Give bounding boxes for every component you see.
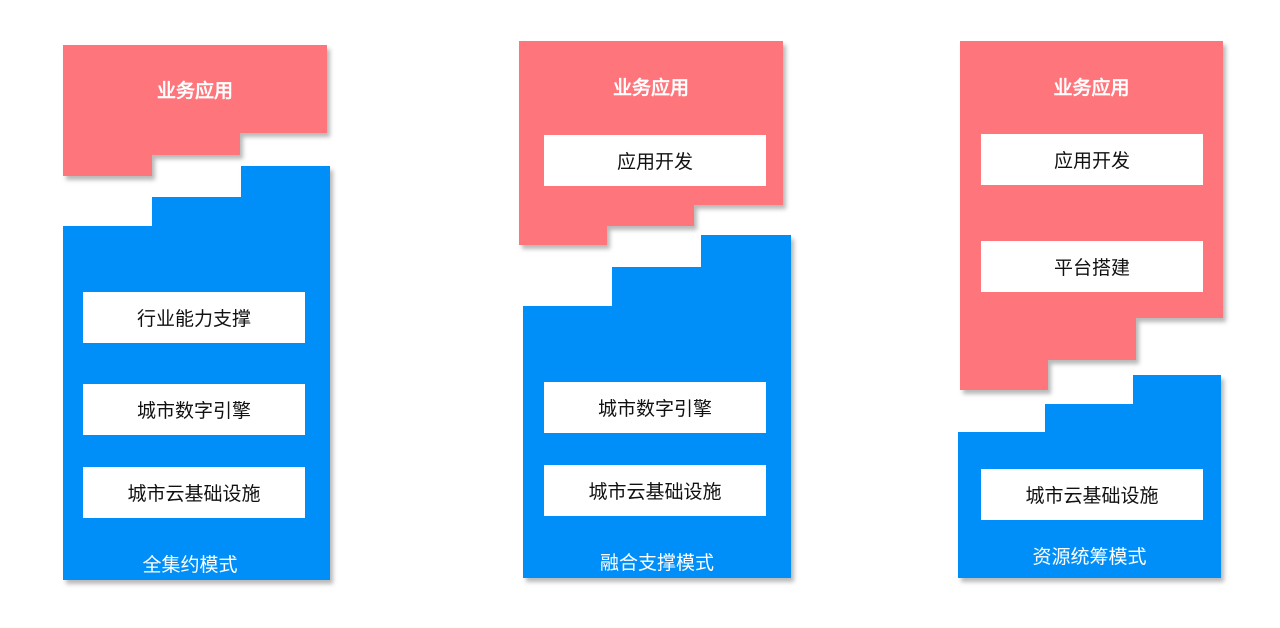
app-layer-title-3: 业务应用 [1053, 77, 1130, 99]
capability-box: 城市云基础设施 [981, 469, 1203, 520]
app-layer-shape-3 [960, 41, 1223, 390]
capability-box: 平台搭建 [981, 241, 1203, 292]
app-layer-title-1: 业务应用 [156, 80, 233, 102]
capability-box: 应用开发 [981, 134, 1203, 185]
capability-box: 城市数字引擎 [83, 384, 305, 435]
capability-box: 城市云基础设施 [544, 465, 766, 516]
capability-box: 城市数字引擎 [544, 382, 766, 433]
capability-box: 行业能力支撑 [83, 292, 305, 343]
capability-box: 应用开发 [544, 135, 766, 186]
mode-label-3: 资源统筹模式 [1032, 546, 1147, 568]
app-layer-title-2: 业务应用 [612, 77, 689, 99]
app-layer-shape-1 [63, 45, 327, 176]
mode-label-1: 全集约模式 [142, 554, 238, 576]
mode-label-2: 融合支撑模式 [599, 552, 714, 574]
capability-box: 城市云基础设施 [83, 467, 305, 518]
